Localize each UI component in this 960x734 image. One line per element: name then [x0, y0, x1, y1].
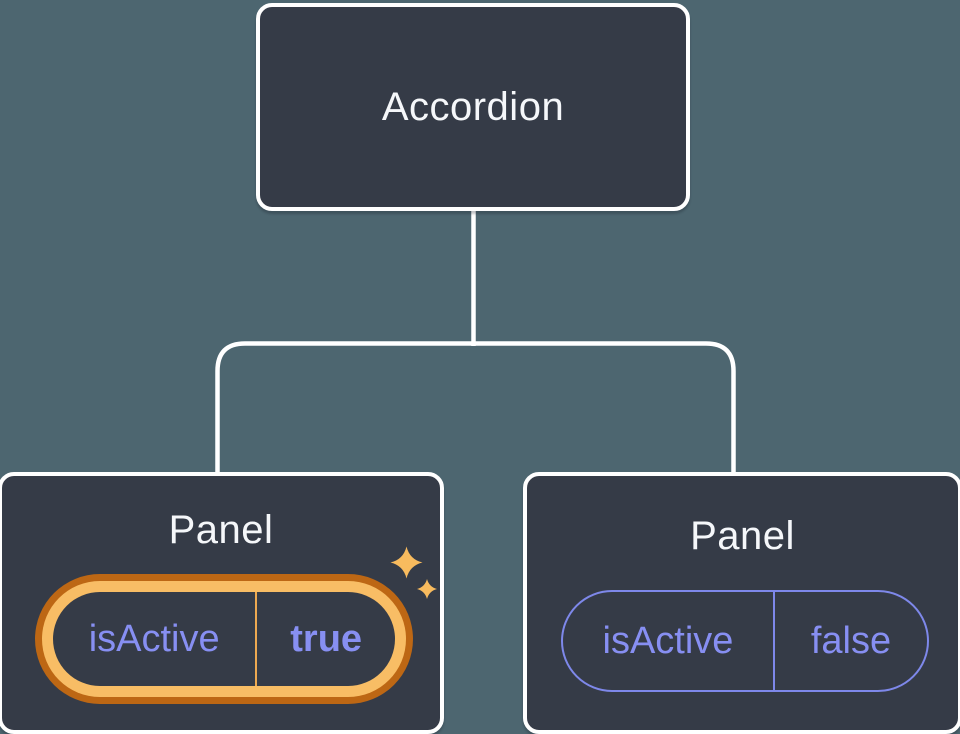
node-panel-active-label: Panel — [168, 508, 274, 552]
prop-name-text: isActive — [88, 617, 220, 660]
prop-value-text: true — [290, 617, 363, 660]
node-panel-inactive: Panel isActive false — [523, 472, 960, 734]
prop-value-cell: true — [255, 592, 395, 686]
node-accordion-label: Accordion — [381, 84, 565, 129]
prop-pill-active-highlight-ring: isActive true — [35, 574, 413, 704]
prop-name-cell: isActive — [53, 592, 255, 686]
node-panel-inactive-label: Panel — [690, 514, 795, 558]
node-accordion: Accordion — [256, 3, 690, 211]
prop-pill-inactive: isActive false — [561, 590, 929, 692]
prop-name-cell: isActive — [563, 592, 773, 690]
prop-name-text: isActive — [602, 619, 734, 662]
prop-pill-active: isActive true — [53, 592, 395, 686]
prop-pill-active-inner-ring: isActive true — [42, 581, 406, 697]
connector-branch — [215, 341, 736, 476]
node-panel-active: Panel isActive true — [0, 472, 444, 734]
prop-value-cell: false — [772, 592, 927, 690]
prop-value-text: false — [810, 619, 892, 662]
